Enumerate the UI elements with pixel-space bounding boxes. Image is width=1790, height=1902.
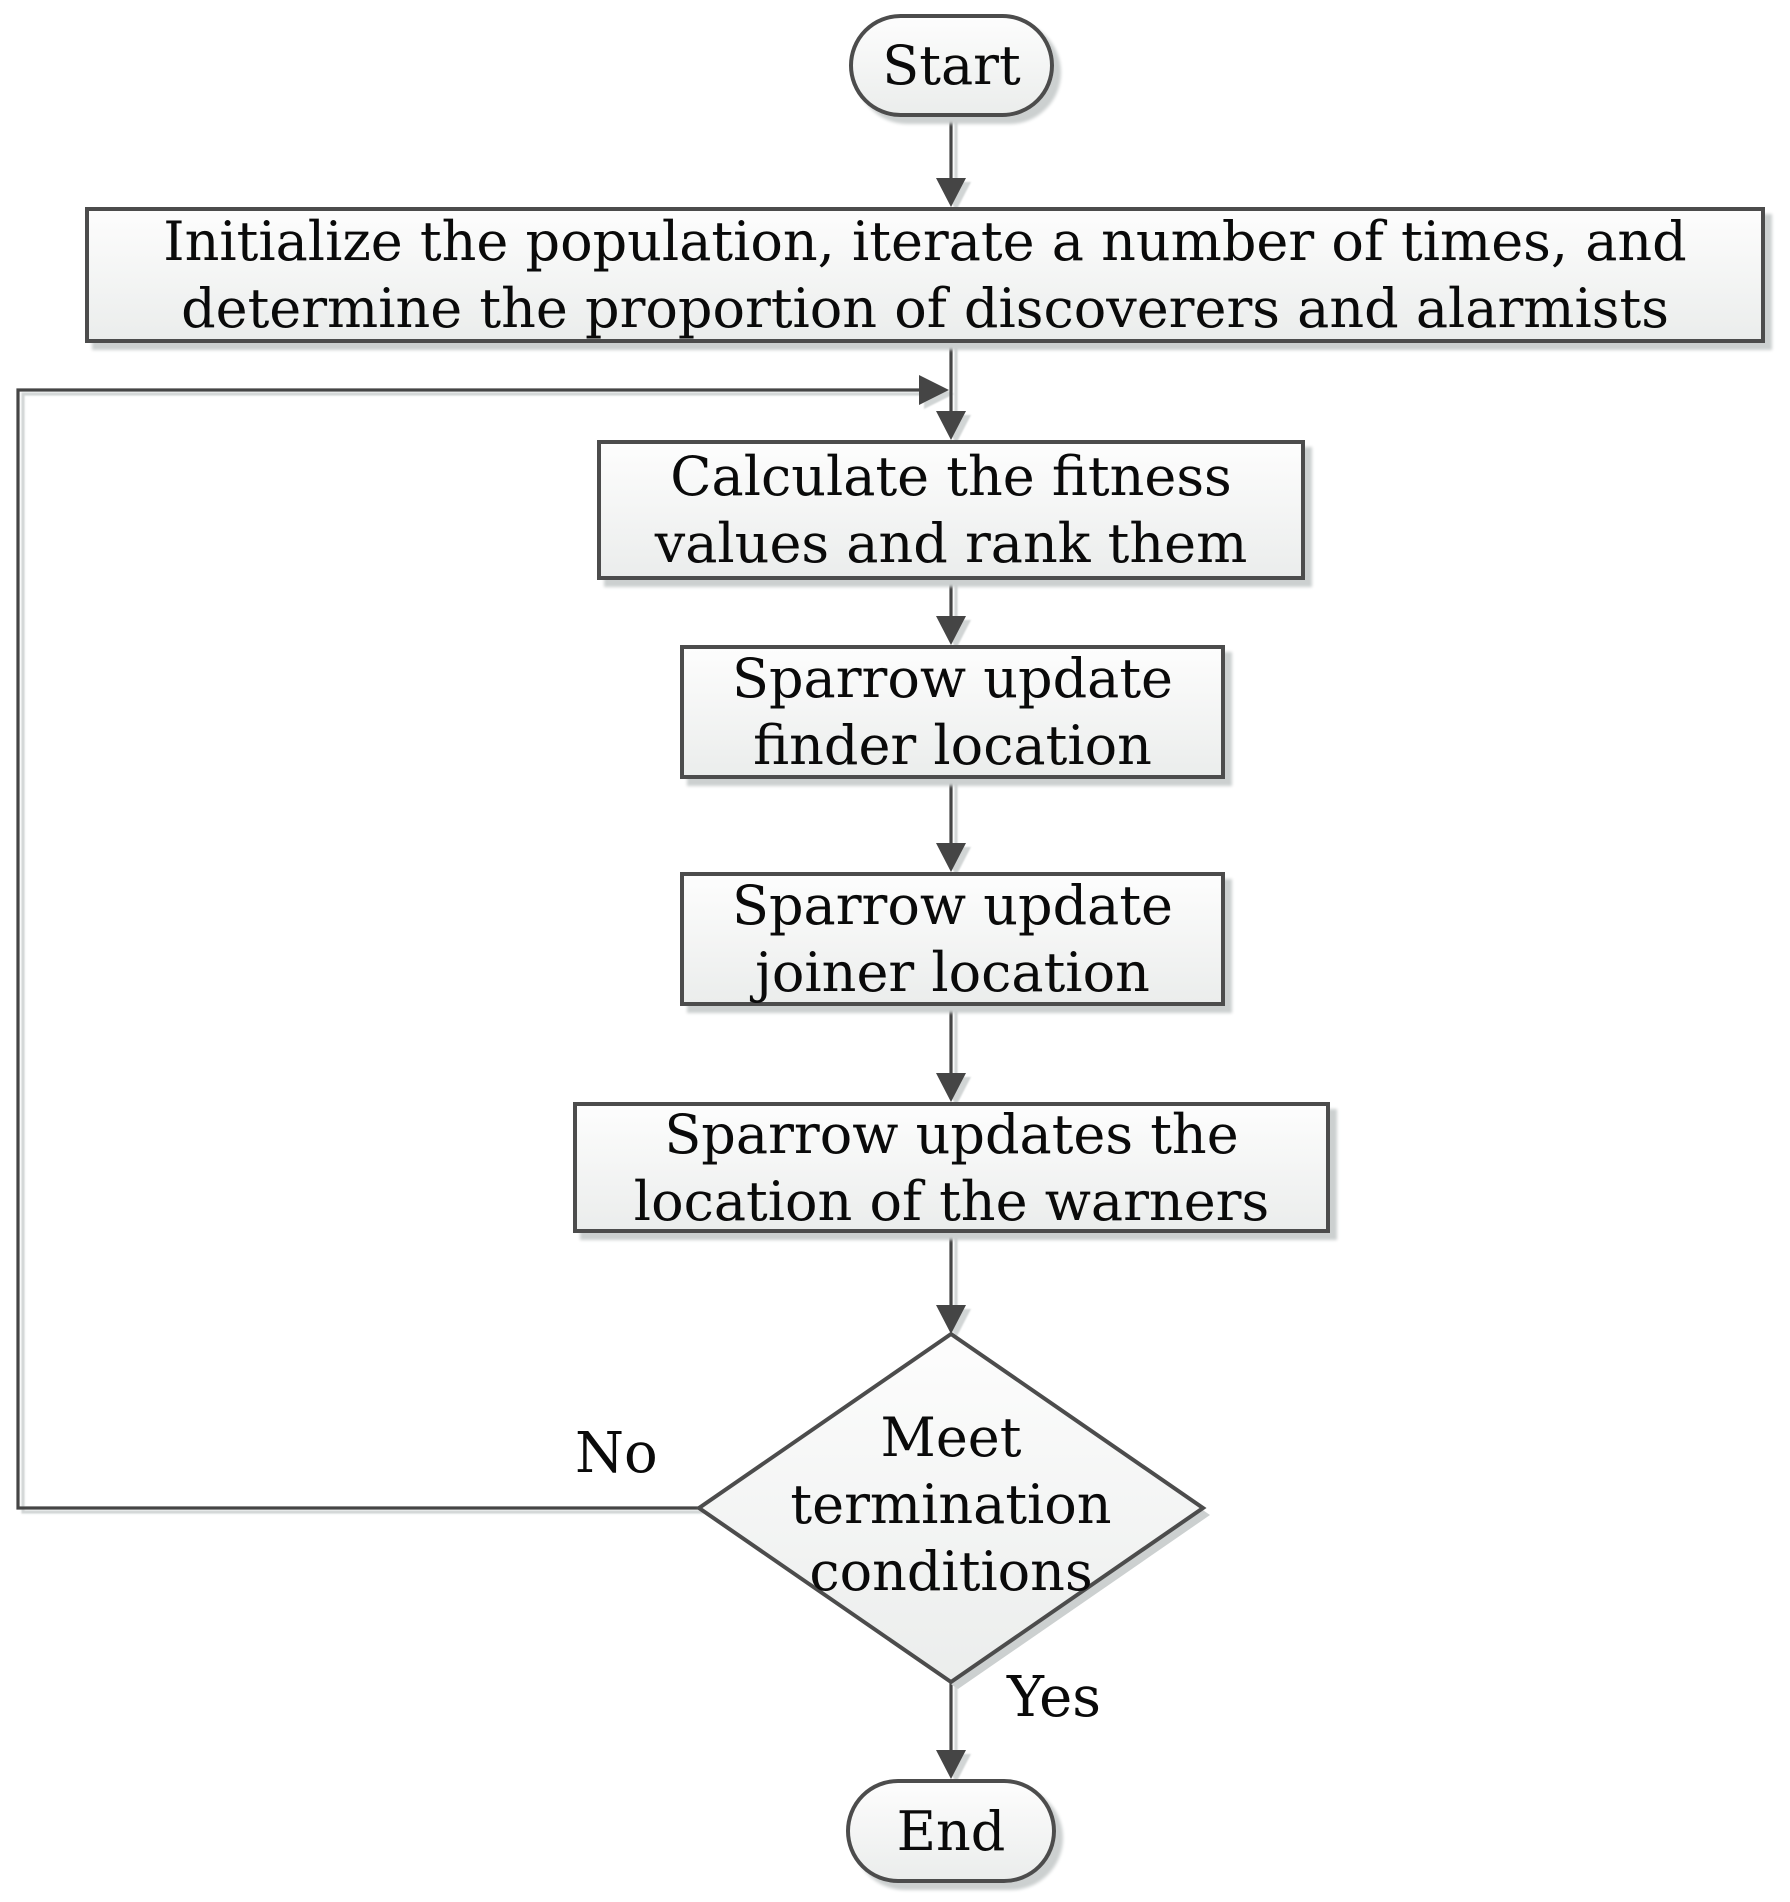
decision-line-3: conditions — [809, 1540, 1093, 1603]
joiner-line-2: joiner location — [755, 941, 1150, 1004]
warners-line-2: location of the warners — [633, 1169, 1270, 1233]
connector-group — [16, 117, 966, 1779]
arrowhead-finder-joiner — [936, 843, 966, 872]
warners-box: Sparrow updates the location of the warn… — [573, 1102, 1330, 1233]
decision-line-2: termination — [790, 1473, 1112, 1536]
decision-line-1: Meet — [880, 1406, 1022, 1469]
edge-no-loop — [16, 388, 919, 1510]
joiner-box: Sparrow update joiner location — [680, 872, 1225, 1006]
init-line-2: determine the proportion of discoverers … — [181, 277, 1669, 340]
finder-line-2: finder location — [753, 714, 1152, 777]
arrowhead-fitness-finder — [936, 616, 966, 645]
arrowhead-no-loop-merge — [919, 375, 949, 405]
end-label: End — [896, 1799, 1006, 1863]
finder-line-1: Sparrow update — [731, 647, 1174, 710]
arrowhead-joiner-warners — [936, 1073, 966, 1102]
no-label: No — [575, 1421, 658, 1486]
start-label: Start — [882, 34, 1021, 97]
arrowhead-start-init — [936, 178, 966, 207]
fitness-line-1: Calculate the fitness — [670, 445, 1232, 508]
fitness-line-2: values and rank them — [654, 512, 1248, 575]
start-node: Start — [849, 14, 1054, 117]
arrowhead-decision-end — [936, 1750, 966, 1779]
init-line-1: Initialize the population, iterate a num… — [163, 210, 1687, 273]
fitness-box: Calculate the fitness values and rank th… — [597, 440, 1305, 580]
finder-box: Sparrow update finder location — [680, 645, 1225, 779]
decision-diamond — [695, 1331, 1207, 1685]
yes-label: Yes — [1007, 1665, 1101, 1730]
decision-label: Meet termination conditions — [701, 1404, 1201, 1605]
init-box: Initialize the population, iterate a num… — [85, 207, 1765, 343]
end-node: End — [846, 1779, 1056, 1883]
warners-line-1: Sparrow updates the — [664, 1102, 1239, 1166]
joiner-line-1: Sparrow update — [731, 874, 1174, 937]
arrowhead-init-fitness — [936, 411, 966, 440]
arrowhead-warners-decision — [936, 1305, 966, 1334]
